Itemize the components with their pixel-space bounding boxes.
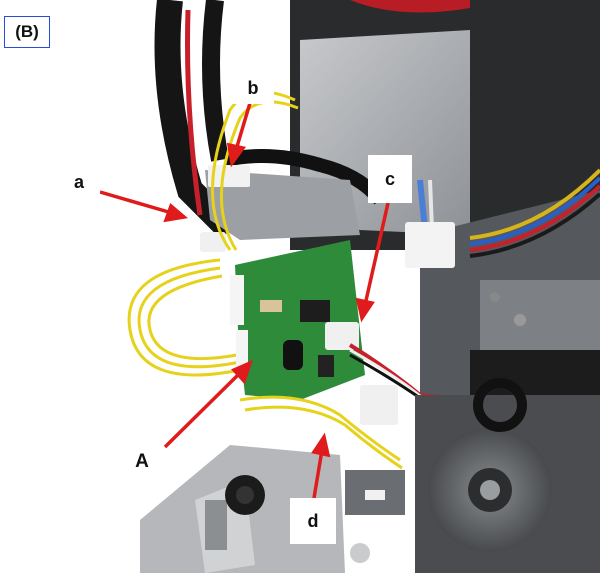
panel-label: (B) (4, 16, 50, 48)
board-bracket (205, 170, 360, 240)
wire-bundle-right (469, 168, 600, 240)
connector-b (208, 165, 250, 187)
connector-stack-c (405, 222, 455, 268)
blue-wires (417, 179, 428, 231)
capacitor (283, 340, 303, 370)
yellow-wires-lower (239, 395, 401, 462)
red-cable-top (350, 0, 470, 13)
clamp-a (200, 232, 226, 252)
yellow-wire-loop (127, 258, 241, 377)
callout-d: d (290, 498, 336, 544)
frame-bracket (480, 280, 600, 360)
black-cable-bundle (154, 0, 240, 240)
callout-b: b (232, 72, 274, 104)
red-wire-a (185, 9, 203, 216)
arrows (99, 102, 390, 499)
black-cable-coil (473, 378, 527, 432)
callout-c: c (368, 155, 412, 203)
connector-d (360, 385, 398, 425)
callout-A: A (135, 451, 149, 472)
callout-a: a (58, 167, 100, 197)
board-connector-top (230, 275, 244, 325)
board-connector-side (236, 330, 248, 370)
connector-c (325, 322, 359, 350)
